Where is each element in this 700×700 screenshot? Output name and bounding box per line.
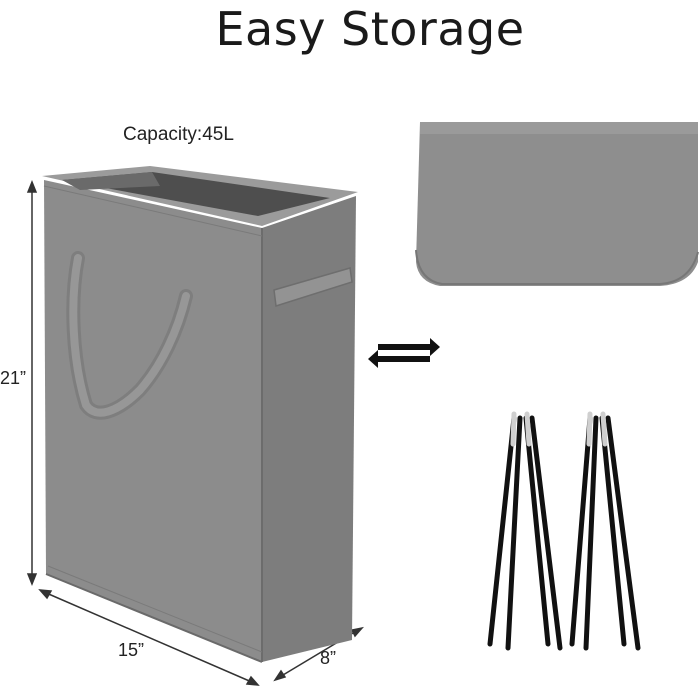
support-rods bbox=[487, 415, 641, 651]
laundry-hamper bbox=[42, 166, 358, 663]
height-dimension-line bbox=[26, 179, 38, 587]
capacity-label: Capacity:45L bbox=[123, 124, 234, 145]
swap-arrows-icon bbox=[368, 338, 440, 368]
height-dimension-label: 21” bbox=[0, 368, 27, 388]
page-title: Easy Storage bbox=[215, 2, 525, 56]
depth-dimension-label: 8” bbox=[320, 648, 337, 668]
rod-connectors bbox=[510, 411, 608, 447]
width-dimension-label: 15” bbox=[118, 640, 145, 660]
width-dimension-line bbox=[38, 589, 260, 686]
hamper-lid bbox=[415, 122, 699, 286]
